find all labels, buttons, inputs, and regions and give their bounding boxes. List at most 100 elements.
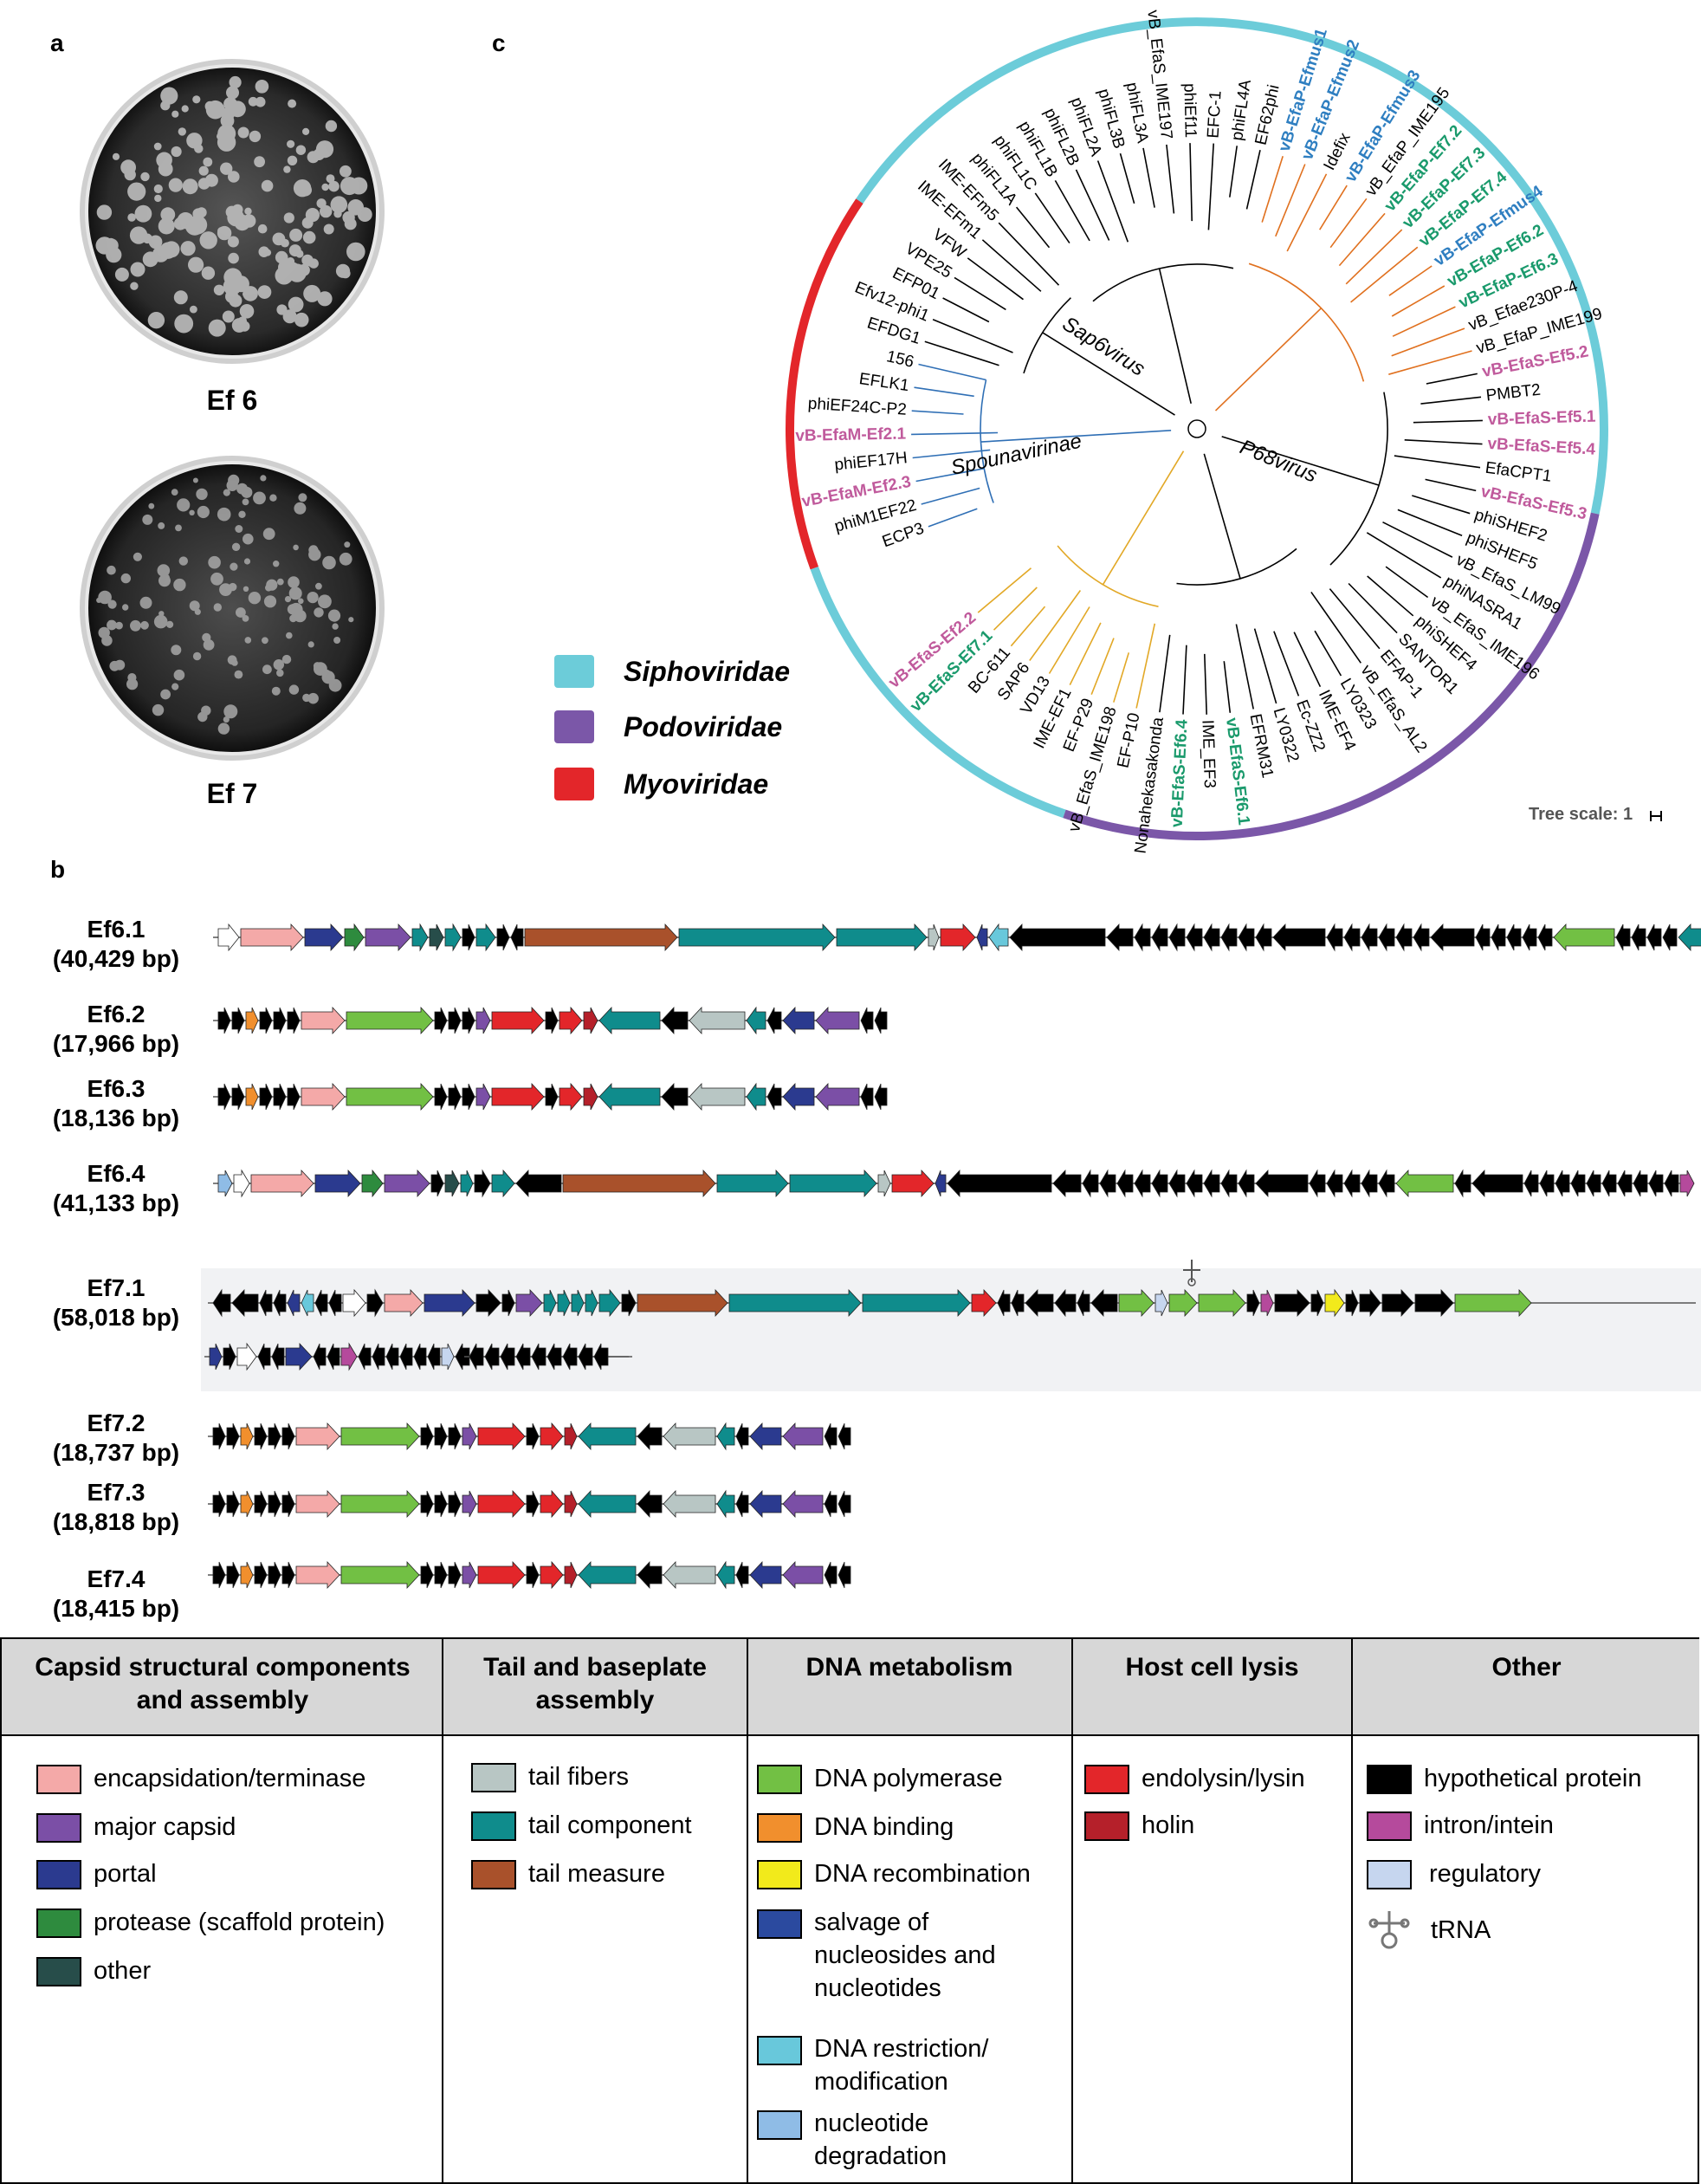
plaque	[315, 140, 334, 159]
plaque	[177, 498, 191, 512]
genome-size: (58,018 bp)	[52, 1304, 180, 1331]
gene-arrow	[223, 1343, 236, 1371]
tree-leaf-label: 156	[885, 347, 916, 372]
gene-arrow	[860, 1083, 874, 1111]
plaque	[257, 224, 268, 234]
plaque	[142, 514, 153, 525]
gene-arrow	[413, 1343, 427, 1371]
tree-branch	[1425, 478, 1477, 492]
gene-arrow	[340, 1342, 358, 1371]
plaque	[235, 525, 243, 533]
legend-item-encapsidation: encapsidation/terminase	[36, 1764, 365, 1795]
gene-arrow	[430, 1170, 444, 1197]
gene-arrow	[689, 1082, 746, 1111]
tree-branch	[1273, 631, 1300, 697]
plaque	[203, 639, 215, 651]
gene-arrow	[874, 1007, 888, 1034]
plaque	[101, 635, 113, 646]
plaque	[307, 641, 314, 648]
gene-arrow	[1361, 923, 1378, 952]
gene-arrow	[384, 1169, 430, 1198]
tree-branch	[977, 567, 1032, 613]
gene-arrow	[1203, 923, 1220, 952]
plaque	[333, 637, 341, 644]
gene-arrow	[212, 1490, 226, 1518]
family-legend: Siphoviridae Podoviridae Myoviridae	[554, 655, 849, 820]
tree-branch	[1367, 575, 1414, 617]
gene-arrow	[226, 1561, 240, 1589]
plaque	[160, 689, 171, 700]
gene-arrow	[838, 1561, 851, 1589]
column-divider	[1071, 1639, 1073, 2184]
plaque	[333, 210, 342, 218]
siphoviridae-swatch	[554, 655, 594, 688]
gene-arrow	[217, 1083, 231, 1111]
plaque	[278, 261, 291, 274]
gene-arrow	[1361, 1169, 1378, 1198]
gene-arrow	[385, 1343, 399, 1371]
tree-leaf-label: phiEf11	[1180, 83, 1200, 139]
gene-arrow	[1633, 1170, 1648, 1197]
tree-branch	[932, 318, 1013, 353]
genome-name: Ef6.4	[87, 1160, 146, 1187]
gene-arrow	[988, 923, 1009, 952]
legend-item-label: other	[94, 1957, 152, 1985]
gene-arrow	[997, 1289, 1011, 1317]
gene-arrow	[578, 1560, 637, 1590]
gene-arrow	[462, 1007, 475, 1034]
plaque	[230, 100, 246, 118]
tree-branch	[1029, 590, 1082, 661]
gene-arrow	[1679, 1170, 1695, 1197]
gene-arrow	[441, 1343, 455, 1371]
plaque	[276, 304, 288, 315]
gene-arrow	[824, 1490, 838, 1518]
header-tail: Tail and baseplate assembly	[483, 1653, 707, 1714]
tail-measure-swatch	[471, 1860, 516, 1890]
tree-branch	[1159, 634, 1171, 713]
gene-arrow	[564, 1490, 578, 1518]
gene-arrow	[526, 1423, 540, 1450]
plaque	[323, 224, 334, 235]
salvage-swatch	[757, 1909, 802, 1939]
gene-arrow	[344, 923, 365, 952]
gene-arrow	[782, 1489, 824, 1519]
plaque	[182, 178, 198, 195]
gene-arrow	[689, 1006, 746, 1035]
gene-arrow	[240, 1423, 254, 1450]
gene-arrow	[1555, 1170, 1570, 1197]
gene-arrow	[1168, 1288, 1198, 1318]
tree-branch	[1182, 645, 1187, 715]
gene-arrow	[815, 1082, 860, 1111]
gene-arrow	[749, 1560, 782, 1590]
tree-branch	[1223, 661, 1232, 713]
tree-branch	[1391, 327, 1465, 357]
gene-arrow	[1082, 1169, 1099, 1198]
plaque	[286, 632, 293, 639]
tree-branch	[1413, 419, 1483, 424]
genome-maps	[204, 923, 1701, 1590]
gene-arrow	[540, 1489, 564, 1519]
gene-arrow	[1118, 1288, 1154, 1318]
gene-arrow	[340, 1489, 420, 1519]
gene-arrow	[1539, 1170, 1555, 1197]
tree-branch	[1345, 229, 1403, 285]
gene-arrow	[259, 1289, 273, 1317]
gene-arrow	[301, 1006, 346, 1035]
gene-arrow	[716, 1560, 735, 1590]
legend-item-label: protease (scaffold protein)	[94, 1909, 385, 1936]
gene-arrow	[1198, 1288, 1246, 1318]
plaque	[237, 126, 249, 139]
gene-arrow	[361, 1169, 384, 1198]
gene-arrow	[571, 1289, 585, 1317]
plaque	[295, 145, 307, 155]
gene-arrow	[562, 1169, 716, 1198]
plaque	[348, 617, 354, 623]
gene-arrow	[545, 1083, 559, 1111]
gene-arrow	[1025, 1288, 1054, 1318]
tree-branch	[1069, 622, 1102, 685]
gene-arrow	[372, 1343, 385, 1371]
gene-arrow	[212, 1423, 226, 1450]
plaque	[130, 282, 139, 290]
gene-arrow	[578, 1422, 637, 1451]
gene-arrow	[462, 1423, 477, 1450]
